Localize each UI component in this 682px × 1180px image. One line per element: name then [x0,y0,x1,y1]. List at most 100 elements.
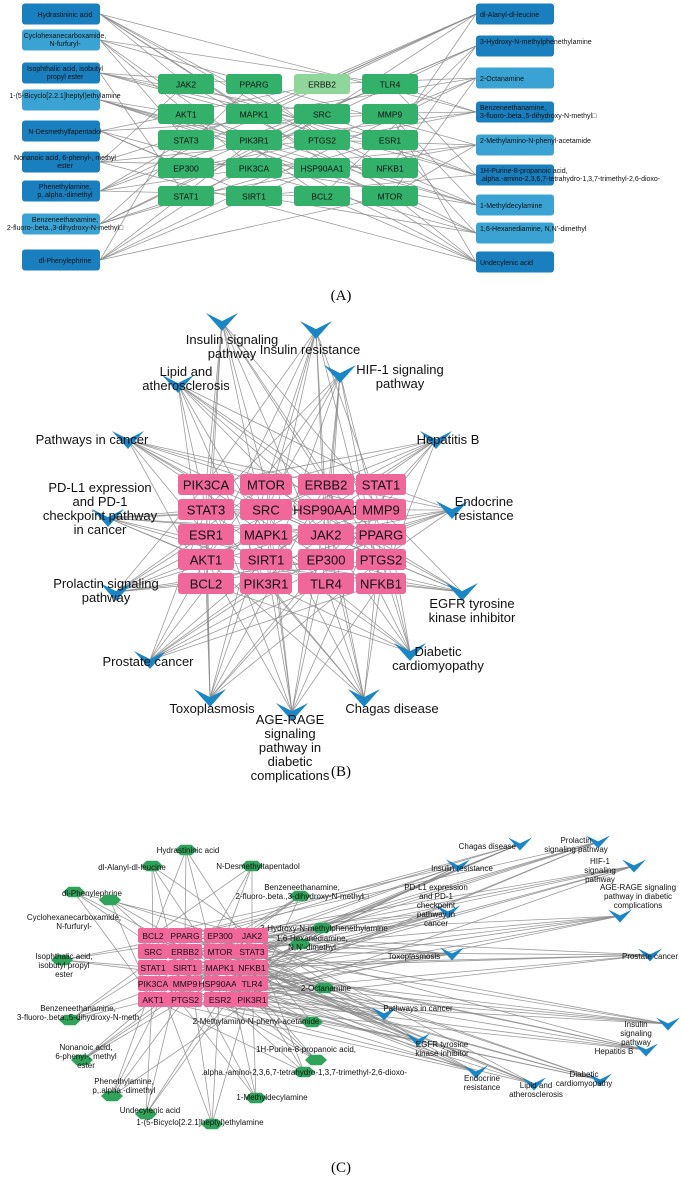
compound-hexagon-phenethylamine-p-alpha-dimethyl [101,1090,123,1102]
edge [251,865,459,936]
target-label-ep300: EP300 [306,553,345,568]
edge [219,841,599,952]
target-node-box [236,976,268,991]
target-label-pik3ca: PIK3CA [239,164,270,174]
target-label-jak2: JAK2 [310,528,341,543]
edge [219,951,601,1081]
target-label-pparg: PPARG [170,931,199,941]
edge [253,13,477,115]
edge [205,583,211,699]
target-node-box [236,960,268,975]
edge [81,999,154,1061]
pathway-arrow-chagas-disease [508,837,532,851]
target-label-ptgs2: PTGS2 [360,553,403,568]
edge [253,174,477,197]
target-node-box [138,928,168,943]
compound-label-dl-alanyl-dl-leucine: dl-Alanyl-dl-leucine [98,863,166,872]
edge [99,167,323,261]
compound-hexagon-1-6-hexanediamine-n-n-dimethyl [289,938,311,950]
compound-hexagon-2-octanamine [313,982,335,994]
pathway-label-hepatitis-b: Hepatitis B [595,1047,634,1056]
target-label-mtor: MTOR [247,478,285,493]
target-node-box [226,104,282,124]
pathway-arrow-endocrine-resistance [464,1065,488,1079]
target-node-box [362,104,418,124]
compound-hexagon-nonanoic-acid-6-phenyl-methyl-ester [71,1054,93,1066]
compound-node-box [22,62,100,84]
edge [325,583,365,699]
compound-label-undecylenic-acid: Undecylenic acid [120,1106,180,1115]
pathway-arrow-pathways-in-cancer [372,1007,396,1021]
target-label-mmp9: MMP9 [362,503,400,518]
pathway-arrow-egfr-tyrosine-kinase-inhibitor [406,1033,430,1047]
target-label-stat1: STAT1 [140,963,165,973]
compound-label-benzeneethanamine-3-fluoro-beta-5-dihydr: Benzeneethanamine,3-fluoro-.beta.,5-dihy… [17,1004,139,1022]
edge [205,321,223,485]
edge [184,953,453,1000]
compound-hexagon-cyclohexanecarboxamide-n-furfuryl [99,894,121,906]
edge [184,999,535,1085]
edge [99,13,477,113]
compound-label-hydrastininic-acid: Hydrastininic acid [157,846,220,855]
pathway-label-insulin-resistance: Insulin resistance [260,342,360,357]
pathway-label-chagas-disease: Chagas disease [459,842,517,851]
target-node-box [158,104,214,124]
compound-node-box [22,249,100,271]
pathway-label-pathways-in-cancer: Pathways in cancer [383,1004,453,1013]
target-label-tlr4: TLR4 [310,577,342,592]
target-label-erbb2: ERBB2 [305,478,348,493]
edge [149,534,327,661]
pathway-label-toxoplasmosis: Toxoplasmosis [388,952,440,961]
edge [205,484,293,713]
edge [184,935,601,1081]
target-label-src: SRC [313,110,331,120]
edge [185,83,477,176]
compound-label-2-octanamine: 2-Octanamine [301,984,352,993]
edge [380,509,463,593]
edge [251,999,317,1061]
compound-label-dl-phenylephrine: dl-Phenylephrine [62,889,123,898]
compound-label-benzeneethanamine-2-fluoro-beta-3-dihydr: Benzeneethanamine,2-fluoro-.beta.,3-dihy… [7,217,124,232]
edge [265,509,453,535]
edge [111,951,186,1097]
target-node-box [356,524,406,545]
pathway-arrow-lipid-and-atherosclerosis [522,1077,546,1091]
target-label-bcl2: BCL2 [190,577,223,592]
target-label-pik3r1: PIK3R1 [244,577,289,592]
target-label-stat3: STAT3 [239,947,264,957]
edge [99,72,477,176]
target-node-box [236,944,268,959]
edge [219,865,635,936]
target-label-pik3r1: PIK3R1 [239,136,269,146]
target-node-box [294,130,350,150]
edge [209,559,382,699]
target-node-box [158,130,214,150]
target-node-box [294,186,350,206]
compound-label-3-hydroxy-n-methylphenethylamine: 3-Hydroxy-N-methylphenethylamine [260,924,388,933]
target-node-box [178,573,234,594]
target-node-box [226,158,282,178]
edge [99,161,477,263]
target-node-box [138,976,168,991]
edge [251,983,601,1081]
edge [363,583,382,699]
target-node-box [204,960,236,975]
edge [219,935,647,1051]
target-label-nfkb1: NFKB1 [238,963,266,973]
target-label-mtor: MTOR [378,192,403,202]
target-node-box [204,944,236,959]
compound-hexagon-1-5-bicyclo-2-2-1-heptyl-ethylamine [201,1118,223,1130]
pathway-arrow-age-rage-signaling-pathway-in-diabetic-c [608,909,632,923]
pathway-arrow-prostate-cancer [638,948,662,962]
compound-label-1-5-bicyclo-2-2-1-heptyl-ethylamine: 1-(5-Bicyclo[2.2.1]heptyl)ethylamine [136,1118,264,1127]
